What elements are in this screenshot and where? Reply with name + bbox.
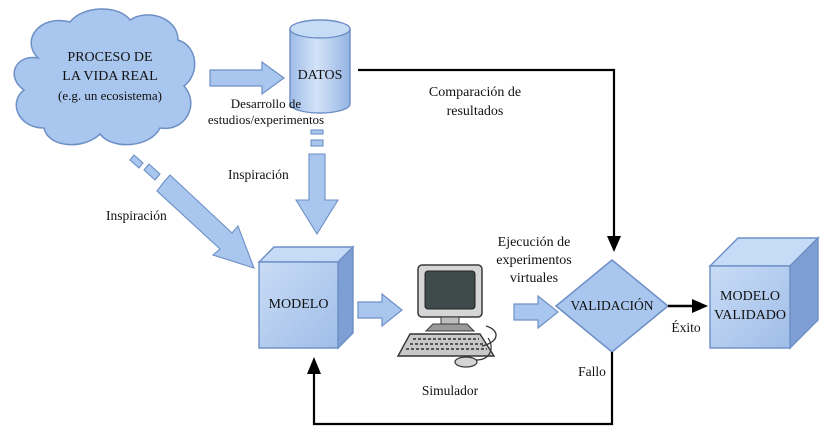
- modelo-validado-label: MODELO VALIDADO: [710, 287, 790, 325]
- modelo-label: MODELO: [268, 297, 329, 312]
- desarrollo-label: Desarrollo de estudios/experimentos: [196, 96, 336, 128]
- modelo-cube: [257, 245, 355, 350]
- arrow-validacion-to-validado: [668, 299, 708, 313]
- datos-label: DATOS: [297, 68, 343, 83]
- arrow-simulador-to-validacion: [513, 294, 559, 330]
- arrow-datos-to-modelo: [295, 129, 339, 236]
- cloud-label: PROCESO DE LA VIDA REAL (e.g. un ecosist…: [30, 48, 190, 105]
- arrow-modelo-to-simulador: [357, 292, 403, 328]
- arrow-cloud-to-datos: [209, 60, 286, 96]
- comparacion-label: Comparación de resultados: [410, 83, 540, 121]
- simulador-label: Simulador: [421, 383, 479, 398]
- modelo-validado-line-2: VALIDADO: [713, 308, 787, 323]
- fallo-label: Fallo: [578, 364, 606, 379]
- validacion-label: VALIDACIÓN: [570, 298, 654, 313]
- inspiracion-left-label: Inspiración: [106, 208, 167, 223]
- cloud-line-1: PROCESO DE: [67, 50, 153, 65]
- desarrollo-line-1: Desarrollo de: [230, 96, 302, 111]
- ejecucion-line-2: experimentos: [496, 253, 572, 268]
- computer-icon: [396, 264, 497, 368]
- comparacion-line-2: resultados: [446, 104, 504, 119]
- cloud-shape: [13, 8, 196, 146]
- arrow-cloud-to-modelo: [129, 154, 255, 269]
- ejecucion-label: Ejecución de experimentos virtuales: [478, 234, 590, 288]
- cloud-line-3: (e.g. un ecosistema): [58, 88, 162, 103]
- line-fallo-to-modelo: [307, 352, 614, 426]
- ejecucion-line-1: Ejecución de: [497, 235, 571, 250]
- desarrollo-line-2: estudios/experimentos: [207, 112, 325, 127]
- line-datos-to-validacion: [358, 68, 621, 252]
- datos-cylinder: [289, 19, 351, 114]
- modelo-validado-cube: [708, 236, 820, 350]
- inspiracion-top-label: Inspiración: [228, 167, 289, 182]
- modelo-validado-line-1: MODELO: [720, 289, 780, 304]
- cloud-line-2: LA VIDA REAL: [62, 69, 158, 84]
- ejecucion-line-3: virtuales: [509, 271, 559, 286]
- comparacion-line-1: Comparación de: [428, 85, 522, 100]
- exito-label: Éxito: [671, 320, 701, 335]
